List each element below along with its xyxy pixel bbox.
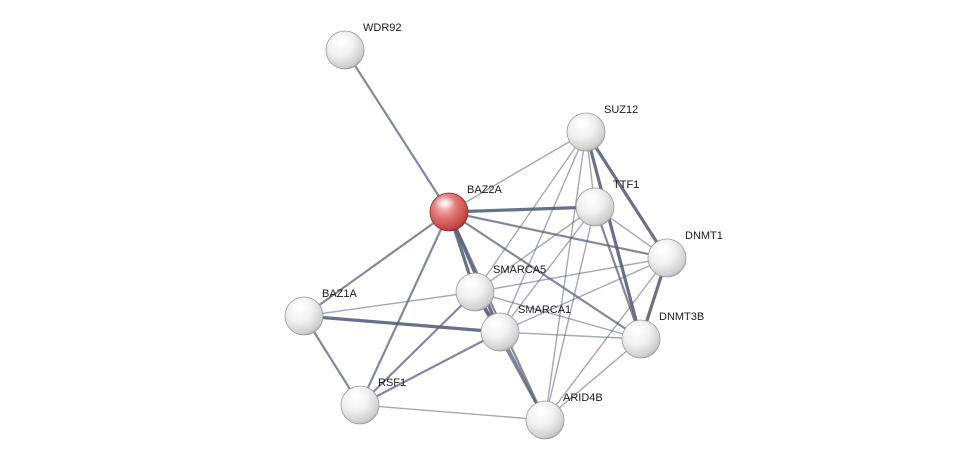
edge-ttf1-smarca1	[499, 206, 596, 333]
node-smarca1[interactable]: SMARCA1	[480, 304, 571, 352]
edge-suz12-smarca5	[474, 131, 587, 293]
node-suz12[interactable]: SUZ12	[566, 104, 638, 152]
node-label: RSF1	[378, 377, 406, 389]
node-highlight	[581, 192, 601, 204]
node-highlight	[435, 197, 455, 209]
edge-baz2a-suz12	[448, 131, 587, 213]
edge-dnmt1-smarca1	[499, 257, 668, 333]
edge-smarca5-baz1a	[303, 291, 476, 317]
edge-rsf1-arid4b	[359, 404, 546, 421]
node-wdr92[interactable]: WDR92	[325, 22, 402, 70]
node-rsf1[interactable]: RSF1	[340, 377, 406, 425]
node-highlight	[331, 35, 351, 47]
node-highlight	[653, 243, 673, 255]
node-arid4b[interactable]: ARID4B	[525, 392, 603, 440]
node-label: DNMT1	[685, 230, 723, 242]
node-highlight	[290, 301, 310, 313]
node-label: TTF1	[613, 179, 639, 191]
node-ttf1[interactable]: TTF1	[575, 179, 639, 227]
node-highlight	[461, 277, 481, 289]
node-highlight	[531, 405, 551, 417]
edges-layer	[302, 48, 669, 422]
node-label: BAZ2A	[467, 184, 503, 196]
edge-suz12-dnmt1	[584, 130, 669, 260]
node-highlight	[346, 390, 366, 402]
node-label: SMARCA1	[518, 304, 571, 316]
node-smarca5[interactable]: SMARCA5	[455, 264, 546, 312]
edge-arid4b-dnmt3b	[544, 338, 642, 421]
edge-smarca5-rsf1	[358, 290, 477, 407]
edge-baz2a-dnmt1	[447, 210, 669, 260]
edge-baz2a-dnmt3b	[447, 210, 643, 341]
edge-smarca1-baz1a	[302, 314, 502, 334]
node-dnmt1[interactable]: DNMT1	[647, 230, 723, 278]
node-highlight	[627, 324, 647, 336]
edge-ttf1-arid4b	[544, 206, 596, 421]
node-label: ARID4B	[563, 392, 603, 404]
node-baz1a[interactable]: BAZ1A	[284, 288, 358, 336]
edge-baz2a-baz1a	[302, 210, 451, 318]
node-baz2a[interactable]: BAZ2A	[429, 184, 503, 232]
edge-dnmt1-arid4b	[544, 257, 668, 421]
edge-ttf1-dnmt3b	[593, 205, 643, 341]
node-dnmt3b[interactable]: DNMT3B	[621, 311, 704, 359]
edge-smarca1-rsf1	[358, 330, 502, 407]
node-label: SUZ12	[604, 104, 638, 116]
edge-dnmt3b-smarca1	[499, 331, 642, 340]
edge-dnmt3b-smarca5	[474, 291, 642, 340]
node-highlight	[572, 117, 592, 129]
node-highlight	[486, 317, 506, 329]
node-label: WDR92	[363, 22, 402, 34]
node-label: BAZ1A	[322, 288, 358, 300]
edge-ttf1-smarca5	[474, 206, 596, 293]
node-label: DNMT3B	[659, 311, 704, 323]
edge-baz2a-rsf1	[358, 210, 451, 407]
edge-baz2a-ttf1	[447, 205, 597, 214]
edge-dnmt1-smarca5	[474, 257, 668, 293]
node-label: SMARCA5	[493, 264, 546, 276]
edge-suz12-smarca1	[499, 131, 587, 333]
edge-wdr92-baz2a	[343, 48, 451, 214]
